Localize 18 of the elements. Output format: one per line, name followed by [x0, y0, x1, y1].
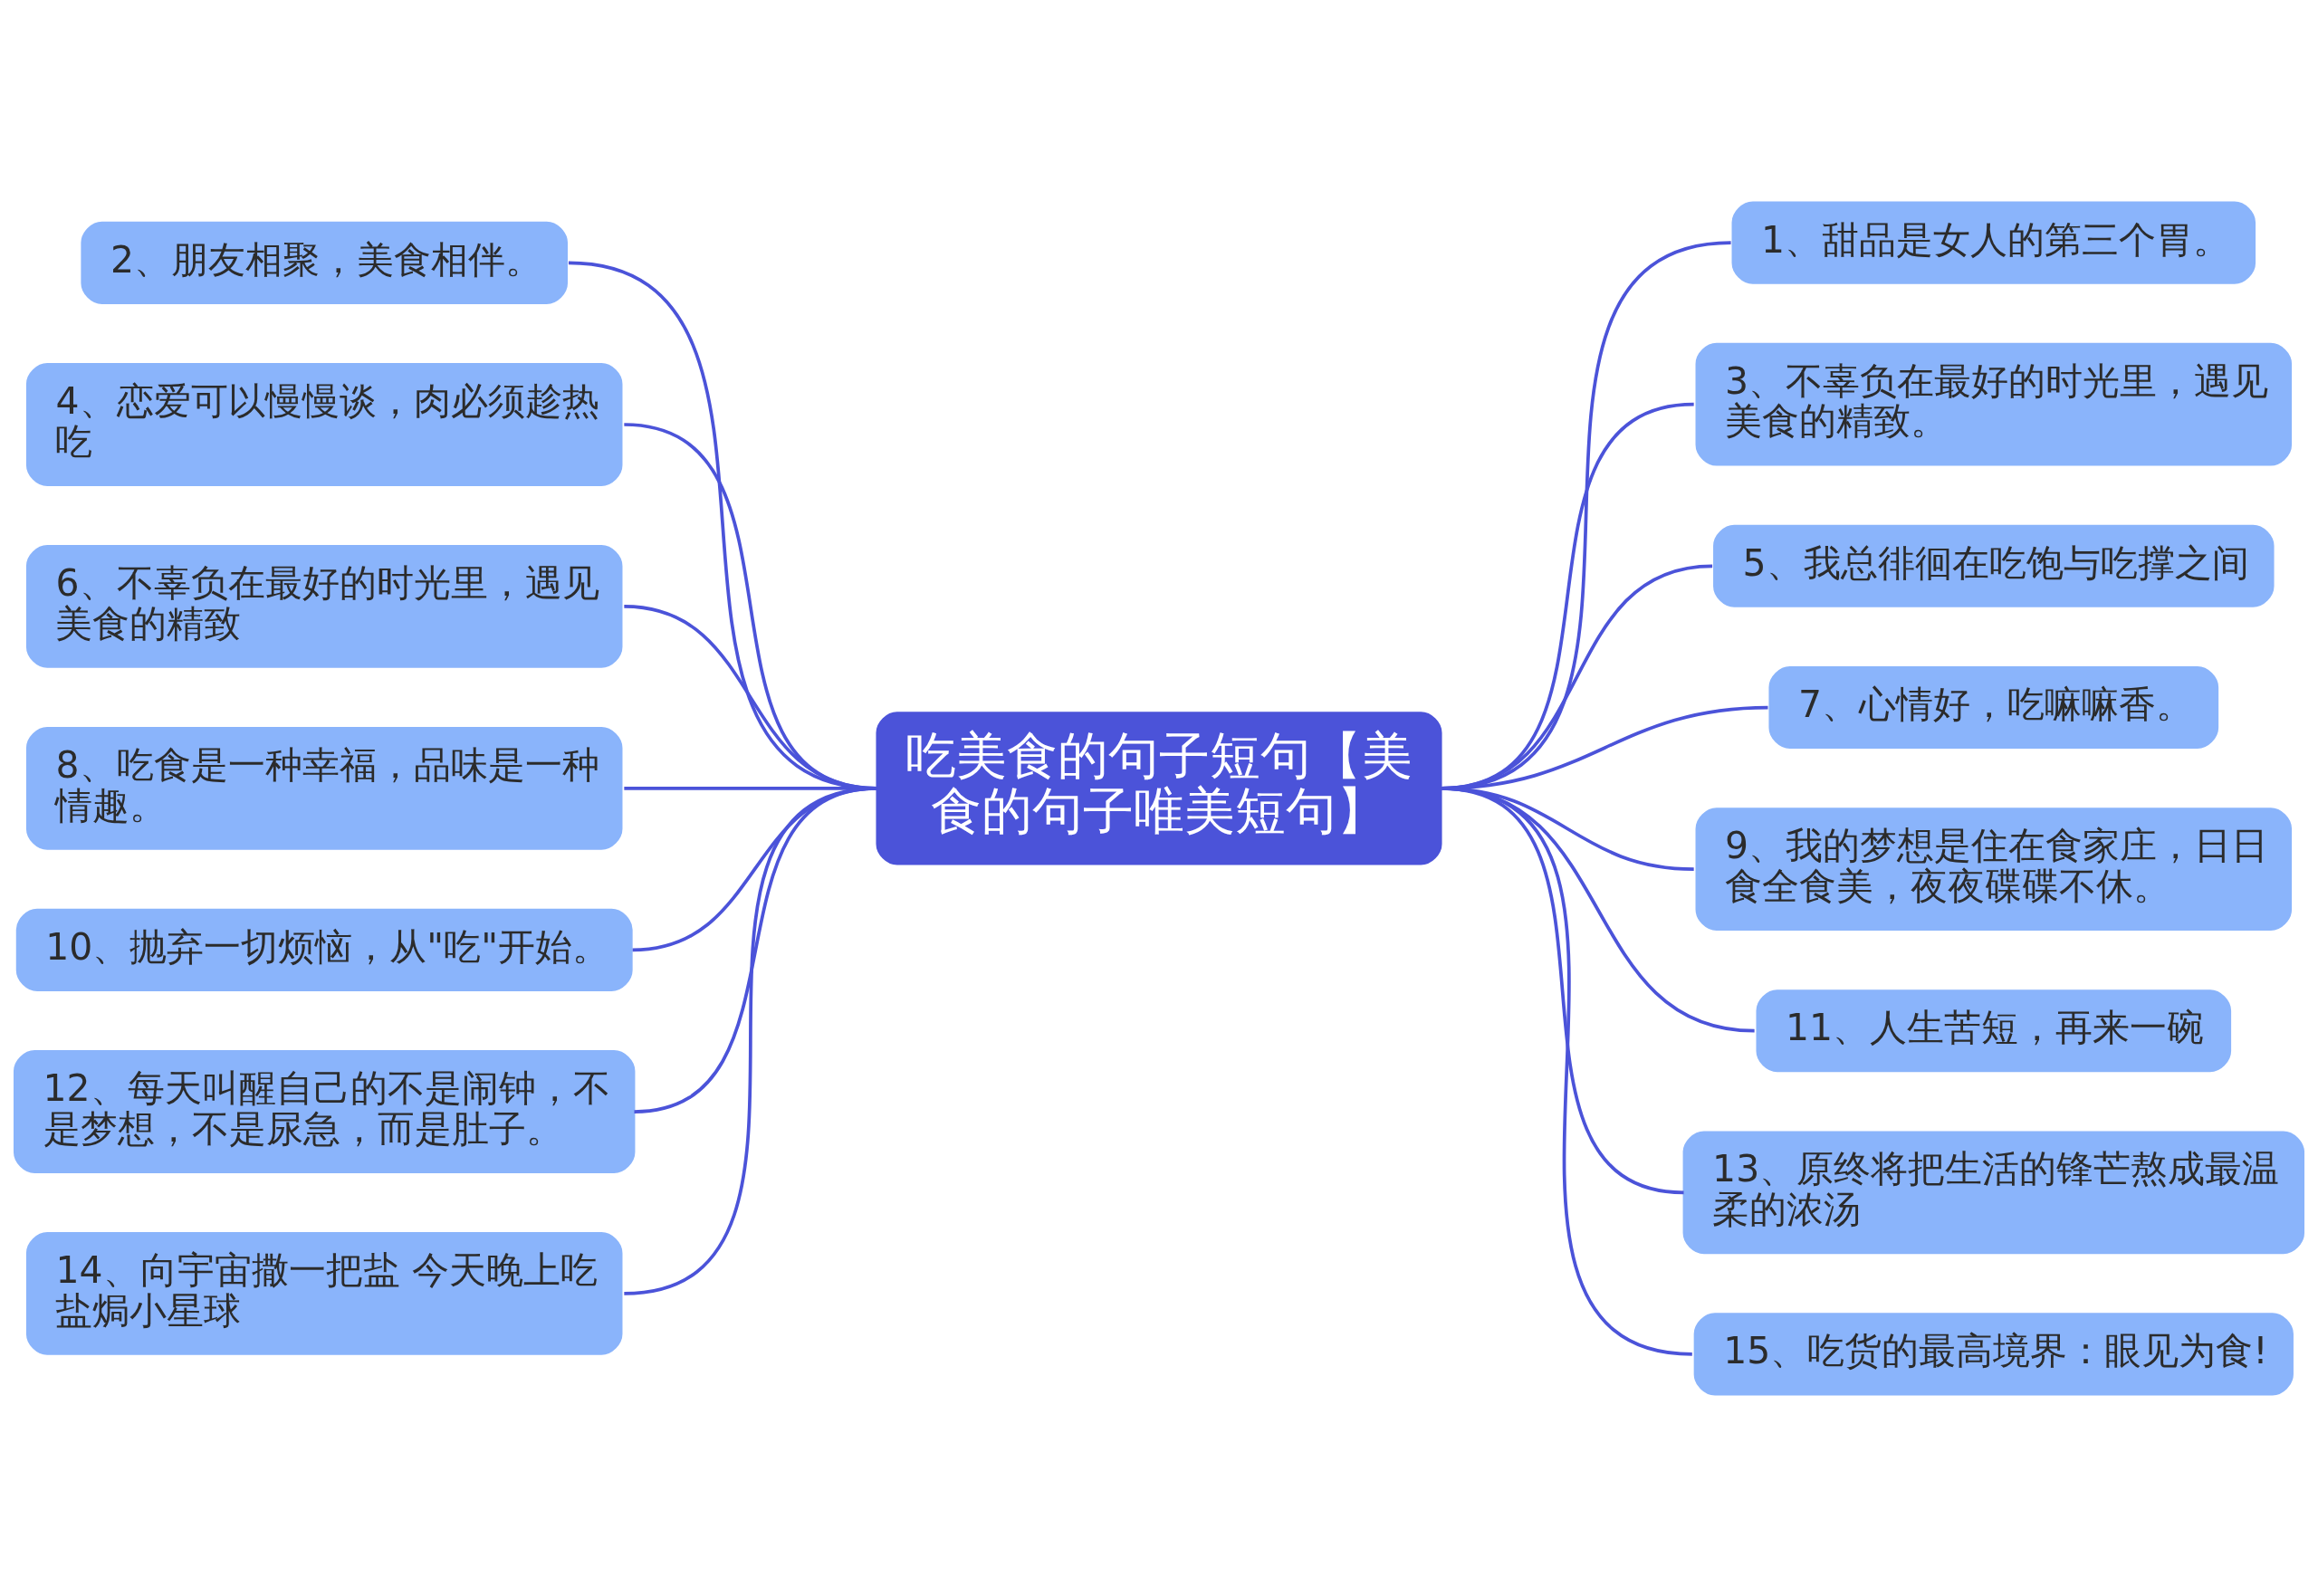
node-box: 1、甜品是女人的第三个胃。 — [1731, 201, 2256, 284]
node-box: 5、我总徘徊在吃饱与吃撑之间 — [1713, 524, 2275, 607]
node-box: 13、原终将把生活的锋芒熬成最温柔的浓汤 — [1682, 1130, 2305, 1254]
connector — [1441, 786, 1693, 1356]
node-box: 10、抛弃一切烦恼，从"吃"开始。 — [15, 908, 633, 991]
node-box: 8、吃食是一种幸福，品味是一种情趣。 — [25, 726, 623, 850]
node-box: 15、吃货的最高境界：眼见为食! — [1693, 1312, 2294, 1395]
node-box: 11、人生苦短，再来一碗 — [1756, 989, 2232, 1072]
node-box: 2、朋友相聚，美食相伴。 — [81, 221, 568, 304]
connector — [624, 786, 877, 1295]
node-box: 14、向宇宙撒一把盐 今天晚上吃盐焗小星球 — [25, 1231, 623, 1355]
node-box: 7、心情好，吃嘛嘛香。 — [1768, 665, 2219, 749]
node-box: 9、我的梦想是住在食家庄，日日食全食美，夜夜碟碟不休。 — [1695, 807, 2293, 931]
node-box: 6、不辜负在最好的时光里，遇见美食的精致 — [25, 544, 623, 668]
node-box: 4、恋爱可以慢慢谈，肉必须趁热吃 — [25, 362, 623, 486]
node-box: 吃美食的句子短句【美食的句子唯美短句】 — [876, 711, 1442, 865]
node-box: 12、每天叫醒自己的不是闹钟，不是梦想，不是尿急，而是肚子。 — [13, 1049, 636, 1173]
node-box: 3、不辜负在最好的时光里，遇见美食的精致。 — [1695, 342, 2293, 466]
